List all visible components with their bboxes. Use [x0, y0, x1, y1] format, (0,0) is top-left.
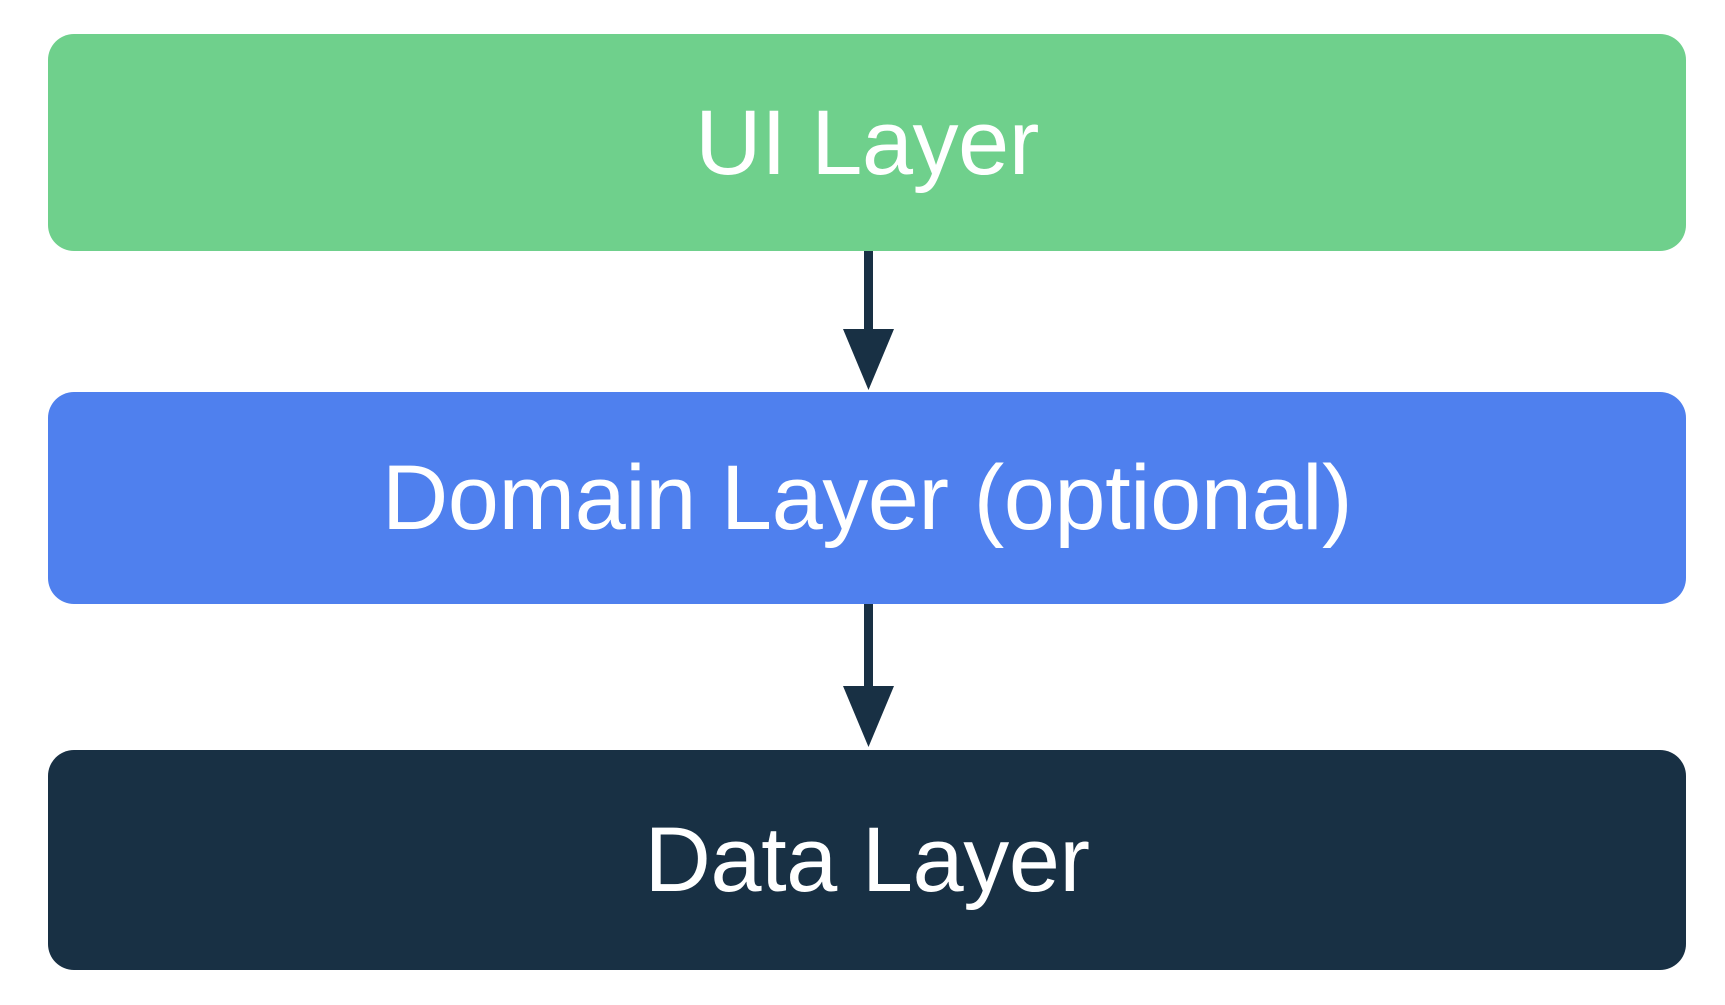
layer-label-ui-layer: UI Layer	[695, 91, 1039, 194]
arrow-down-icon	[843, 251, 894, 390]
layer-label-data-layer: Data Layer	[644, 809, 1090, 911]
layer-box-data-layer[interactable]: Data Layer	[48, 750, 1686, 970]
layer-box-domain-layer[interactable]: Domain Layer (optional)	[48, 392, 1686, 604]
arrow-down-icon	[843, 604, 894, 747]
layer-box-ui-layer[interactable]: UI Layer	[48, 34, 1686, 251]
layer-label-domain-layer: Domain Layer (optional)	[381, 447, 1353, 549]
